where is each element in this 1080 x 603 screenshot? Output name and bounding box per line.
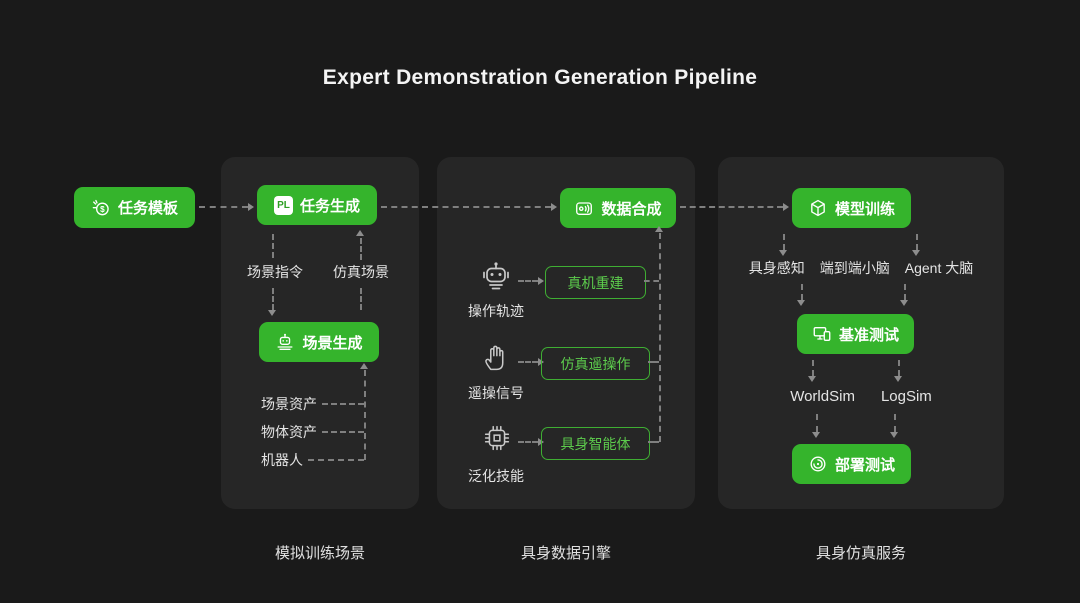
connector-line bbox=[680, 206, 783, 208]
caption-sim-training: 模拟训练场景 bbox=[274, 545, 365, 562]
connector-arrowhead bbox=[894, 376, 902, 382]
connector-arrowhead bbox=[890, 432, 898, 438]
broadcast-icon bbox=[576, 202, 593, 216]
connector-line bbox=[648, 361, 659, 363]
task-generation-label: 任务生成 bbox=[299, 197, 360, 215]
connector-line bbox=[360, 288, 362, 310]
connector-arrowhead bbox=[356, 230, 364, 236]
sim-teleoperation-box: 仿真遥操作 bbox=[541, 347, 650, 380]
task-template-node: $ 任务模板 bbox=[74, 187, 195, 228]
generalization-skill-label: 泛化技能 bbox=[468, 468, 524, 484]
connector-line bbox=[904, 284, 906, 300]
connector-line bbox=[801, 284, 803, 300]
task-generation-node: PL 任务生成 bbox=[257, 185, 377, 225]
connector-line bbox=[518, 280, 538, 282]
model-training-label: 模型训练 bbox=[834, 200, 895, 218]
connector-arrowhead bbox=[268, 310, 276, 316]
fingerprint-icon bbox=[810, 456, 826, 472]
logsim-label: LogSim bbox=[880, 388, 932, 405]
connector-arrowhead bbox=[812, 432, 820, 438]
scene-assets-label: 场景资产 bbox=[261, 396, 317, 412]
connector-line bbox=[648, 441, 659, 443]
embodied-perception-label: 具身感知 bbox=[748, 260, 805, 276]
connector-line bbox=[812, 360, 814, 376]
worldsim-label: WorldSim bbox=[790, 388, 855, 405]
agent-brain-label: Agent 大脑 bbox=[904, 260, 974, 276]
connector-line bbox=[381, 206, 551, 208]
cube-icon bbox=[811, 199, 825, 217]
object-assets-label: 物体资产 bbox=[261, 424, 317, 440]
benchmark-test-label: 基准测试 bbox=[838, 326, 899, 344]
connector-line bbox=[898, 360, 900, 376]
connector-line bbox=[364, 370, 366, 460]
connector-line bbox=[360, 238, 362, 260]
connector-line bbox=[518, 441, 538, 443]
embodied-agent-box: 具身智能体 bbox=[541, 427, 650, 460]
connector-arrowhead bbox=[900, 300, 908, 306]
connector-line bbox=[916, 234, 918, 250]
connector-line bbox=[308, 459, 364, 461]
connector-line bbox=[816, 414, 818, 432]
money-icon: $ bbox=[92, 199, 109, 215]
caption-data-engine: 具身数据引擎 bbox=[520, 545, 611, 562]
chip-icon bbox=[484, 425, 510, 451]
task-template-label: 任务模板 bbox=[117, 200, 178, 217]
deploy-test-node: 部署测试 bbox=[792, 444, 911, 484]
connector-line bbox=[199, 206, 248, 208]
connector-arrowhead bbox=[538, 277, 544, 285]
connector-line bbox=[518, 361, 538, 363]
connector-arrowhead bbox=[912, 250, 920, 256]
pl-badge-icon: PL bbox=[273, 195, 293, 215]
connector-line bbox=[644, 280, 659, 282]
connector-line bbox=[659, 233, 661, 442]
connector-arrowhead bbox=[655, 226, 663, 232]
caption-sim-service: 具身仿真服务 bbox=[815, 545, 906, 562]
model-training-node: 模型训练 bbox=[792, 188, 911, 228]
connector-line bbox=[322, 431, 364, 433]
glove-icon bbox=[485, 345, 504, 371]
deploy-test-label: 部署测试 bbox=[834, 456, 895, 474]
connector-line bbox=[783, 234, 785, 250]
sim-row: WorldSim LogSim bbox=[718, 388, 1004, 405]
connector-line bbox=[322, 403, 364, 405]
teleop-signal-label: 遥操信号 bbox=[468, 385, 524, 401]
connector-line bbox=[894, 414, 896, 432]
robot-conveyor-icon bbox=[277, 333, 293, 350]
connector-arrowhead bbox=[248, 203, 254, 211]
connector-arrowhead bbox=[808, 376, 816, 382]
connector-arrowhead bbox=[360, 363, 368, 369]
connector-line bbox=[272, 288, 274, 310]
robot-icon bbox=[483, 262, 509, 290]
scene-generation-label: 场景生成 bbox=[302, 334, 363, 352]
data-synthesis-label: 数据合成 bbox=[601, 200, 662, 218]
connector-line bbox=[272, 234, 274, 258]
data-synthesis-node: 数据合成 bbox=[560, 188, 676, 228]
real-machine-rebuild-box: 真机重建 bbox=[545, 266, 646, 299]
benchmark-test-node: 基准测试 bbox=[797, 314, 914, 354]
connector-arrowhead bbox=[779, 250, 787, 256]
scene-generation-node: 场景生成 bbox=[259, 322, 379, 362]
devices-icon bbox=[813, 326, 831, 342]
page-title: Expert Demonstration Generation Pipeline bbox=[322, 66, 758, 89]
brain-row: 具身感知 端到端小脑 Agent 大脑 bbox=[718, 258, 1004, 278]
connector-arrowhead bbox=[797, 300, 805, 306]
end-to-end-cerebellum-label: 端到端小脑 bbox=[819, 260, 890, 276]
connector-arrowhead bbox=[551, 203, 557, 211]
robot-asset-label: 机器人 bbox=[261, 452, 303, 468]
sim-scene-label: 仿真场景 bbox=[333, 264, 389, 280]
scene-command-label: 场景指令 bbox=[247, 264, 303, 280]
svg-text:$: $ bbox=[100, 204, 105, 213]
connector-arrowhead bbox=[783, 203, 789, 211]
operation-trajectory-label: 操作轨迹 bbox=[468, 303, 524, 319]
